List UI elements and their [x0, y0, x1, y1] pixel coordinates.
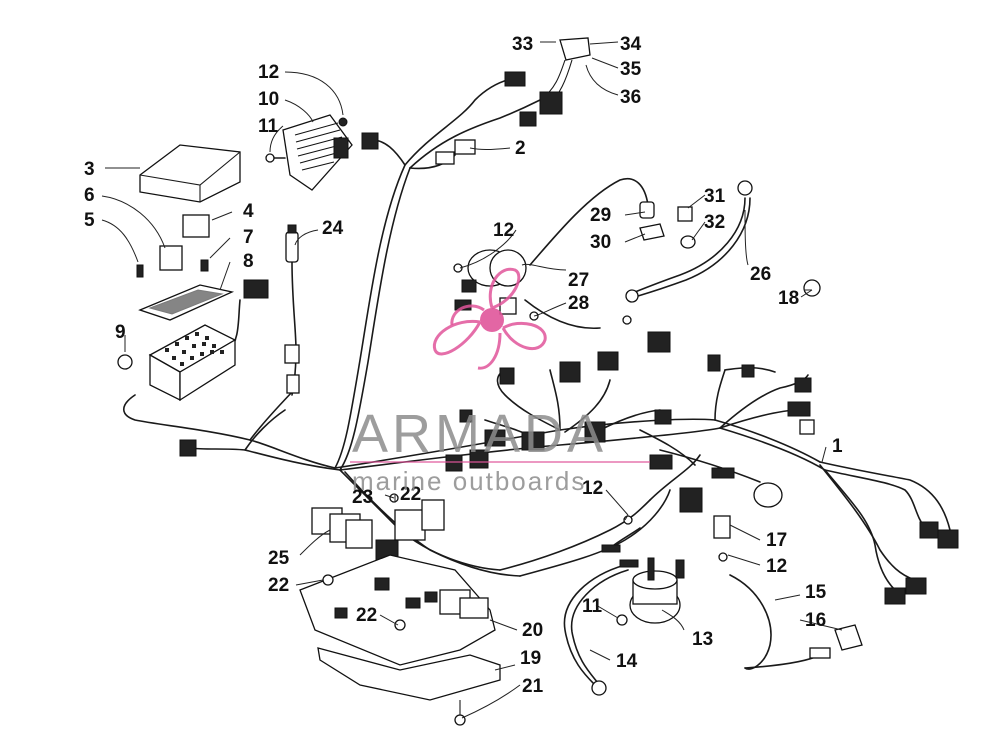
- leader-lines: [101, 41, 843, 719]
- callout-4: 4: [243, 201, 254, 222]
- callout-13: 13: [692, 629, 713, 650]
- callout-24: 24: [322, 218, 344, 239]
- callout-11-bottom: 11: [582, 596, 603, 617]
- part-fuse-box: [117, 324, 237, 402]
- part-mounting-plate: [299, 554, 501, 726]
- callout-19: 19: [520, 648, 541, 669]
- part-sensor: [243, 224, 300, 394]
- logo-petal-2: [432, 319, 482, 356]
- callout-18: 18: [778, 288, 799, 309]
- part-spark-plug-cap: [639, 201, 696, 249]
- callout-12-coil: 12: [493, 220, 514, 241]
- callout-33: 33: [512, 34, 533, 55]
- logo-petal-3: [501, 321, 547, 350]
- callout-6: 6: [84, 185, 95, 206]
- callout-12-top: 12: [258, 62, 279, 83]
- armada-watermark: ARMADA marine outboards: [350, 267, 650, 496]
- part-relay-small: [136, 214, 210, 278]
- main-harness: [122, 59, 951, 686]
- callout-32: 32: [704, 212, 725, 233]
- callout-22-top: 22: [400, 484, 421, 505]
- callout-2: 2: [515, 138, 526, 159]
- logo-petal-1: [488, 267, 521, 310]
- callout-27: 27: [568, 270, 589, 291]
- callout-29: 29: [590, 205, 611, 226]
- part-fuse-panel: [138, 284, 235, 321]
- callout-34: 34: [620, 34, 642, 55]
- part-battery-cable-terminals: [591, 180, 863, 696]
- callout-1: 1: [832, 436, 843, 457]
- callout-labels: 1 2 3 4 5 6 7 8 9 10 11 12 12 12 12 12 1…: [84, 34, 843, 697]
- callout-36: 36: [620, 87, 641, 108]
- callout-3: 3: [84, 159, 95, 180]
- callout-31: 31: [704, 186, 726, 207]
- callout-23: 23: [352, 487, 373, 508]
- callout-8: 8: [243, 251, 254, 272]
- part-relay-modules: [311, 493, 445, 549]
- callout-14: 14: [616, 651, 638, 672]
- callout-12-right: 12: [766, 556, 787, 577]
- callout-11-top: 11: [258, 116, 279, 137]
- watermark-brand: ARMADA: [352, 404, 607, 464]
- armada-logo-icon: [432, 267, 547, 370]
- logo-petal-4: [450, 304, 485, 326]
- callout-10: 10: [258, 89, 279, 110]
- callout-20: 20: [522, 620, 543, 641]
- callout-5: 5: [84, 210, 95, 231]
- callout-12-middle: 12: [582, 478, 603, 499]
- callout-22-plate: 22: [356, 605, 377, 626]
- callout-35: 35: [620, 59, 642, 80]
- logo-center-dot: [480, 308, 504, 332]
- callout-15: 15: [805, 582, 827, 603]
- watermark-tagline: marine outboards: [352, 466, 586, 496]
- part-starter-solenoid: [616, 557, 685, 626]
- callout-16: 16: [805, 610, 826, 631]
- callout-25: 25: [268, 548, 290, 569]
- callout-28: 28: [568, 293, 589, 314]
- callout-9: 9: [115, 322, 126, 343]
- part-relay-box-cover: [139, 144, 241, 203]
- callout-30: 30: [590, 232, 611, 253]
- callout-22-left: 22: [268, 575, 289, 596]
- callout-26: 26: [750, 264, 771, 285]
- part-connectors-right: [179, 37, 959, 605]
- logo-petal-5: [477, 332, 502, 370]
- part-voltage-regulator: [265, 114, 353, 191]
- callout-21: 21: [522, 676, 544, 697]
- callout-7: 7: [243, 227, 254, 248]
- callout-17: 17: [766, 530, 787, 551]
